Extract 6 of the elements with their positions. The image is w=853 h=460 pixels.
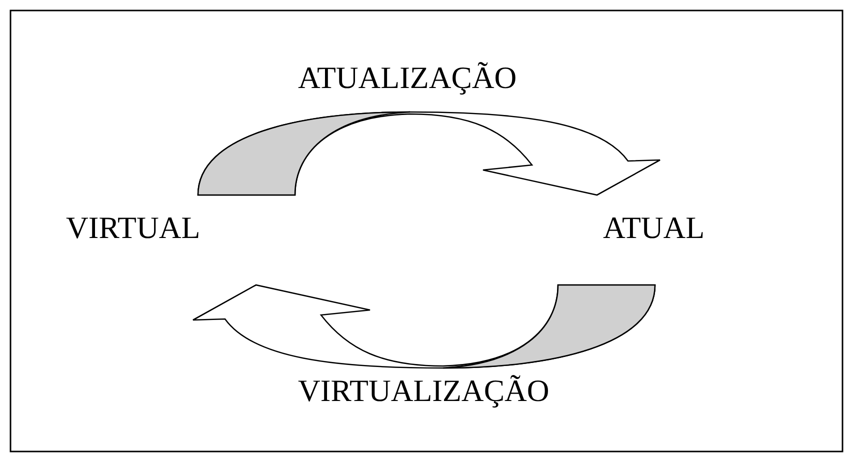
edge-label: VIRTUALIZAÇÃO bbox=[298, 375, 550, 406]
edge-label: ATUALIZAÇÃO bbox=[298, 62, 517, 93]
state-label: ATUAL bbox=[603, 212, 705, 243]
curved-block-arrow bbox=[192, 284, 656, 369]
curved-block-arrow bbox=[197, 111, 661, 196]
state-label: VIRTUAL bbox=[66, 212, 200, 243]
